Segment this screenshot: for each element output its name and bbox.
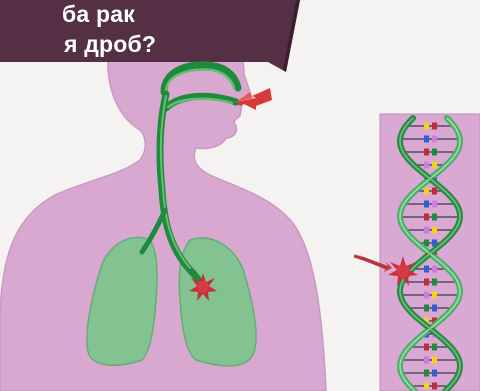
dna-base <box>424 292 429 299</box>
dna-base <box>432 227 437 234</box>
caption-line-2: я дроб? <box>63 31 156 57</box>
dna-base <box>424 201 429 208</box>
dna-base <box>424 188 429 195</box>
dna-base <box>432 266 437 273</box>
dna-base <box>424 123 429 130</box>
caption-line-1: ба рак <box>62 1 135 27</box>
caption-box: ба рак я дроб? <box>0 0 300 72</box>
dna-base <box>424 357 429 364</box>
dna-base <box>432 383 437 390</box>
dna-base <box>432 370 437 377</box>
dna-base <box>432 214 437 221</box>
dna-base <box>432 344 437 351</box>
dna-base <box>432 162 437 169</box>
dna-base <box>424 344 429 351</box>
dna-base <box>424 370 429 377</box>
dna-base <box>424 149 429 156</box>
dna-base <box>424 240 429 247</box>
dna-base <box>432 149 437 156</box>
dna-base <box>432 188 437 195</box>
dna-base <box>432 123 437 130</box>
dna-base <box>424 136 429 143</box>
dna-base <box>432 305 437 312</box>
dna-base <box>424 383 429 390</box>
dna-base <box>424 214 429 221</box>
dna-base <box>424 227 429 234</box>
dna-base <box>424 279 429 286</box>
dna-base <box>424 162 429 169</box>
dna-base <box>432 357 437 364</box>
dna-base <box>424 305 429 312</box>
dna-base <box>432 292 437 299</box>
dna-base <box>432 201 437 208</box>
dna-base <box>424 266 429 273</box>
dna-base <box>432 279 437 286</box>
dna-base <box>432 136 437 143</box>
dna-panel <box>380 114 480 391</box>
